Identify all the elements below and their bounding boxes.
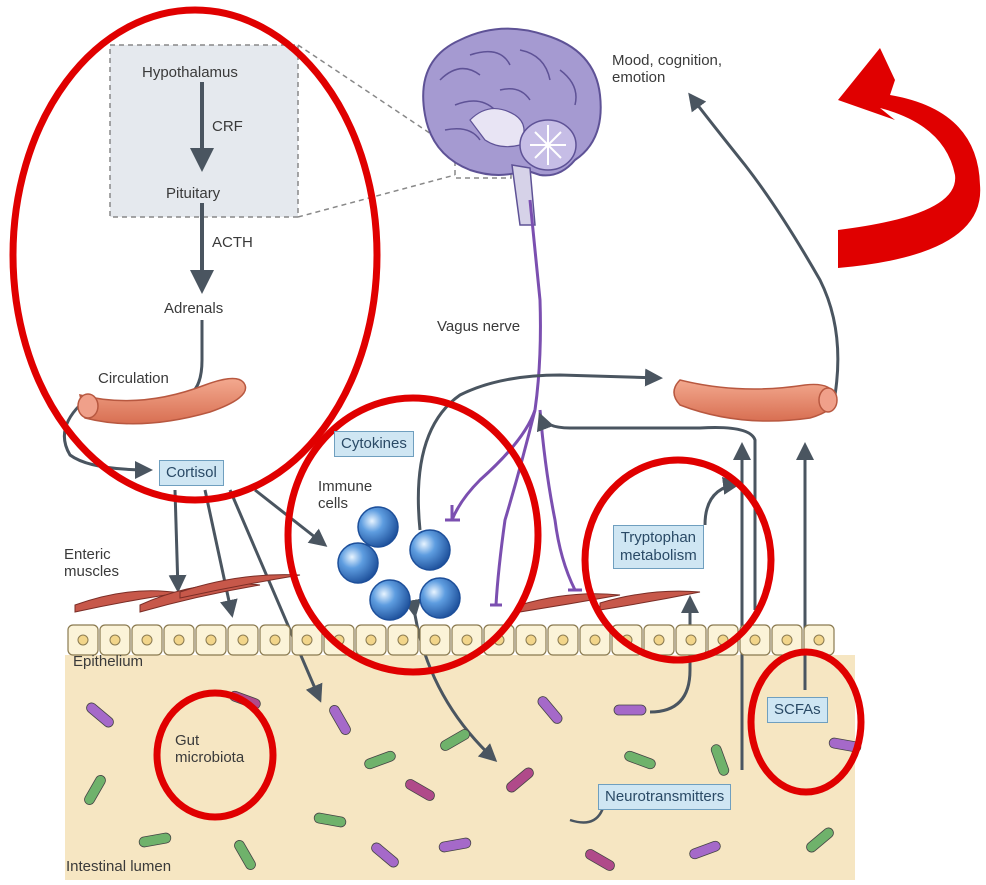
neurotransmitters-box: Neurotransmitters: [598, 784, 731, 810]
circulation-label: Circulation: [98, 370, 169, 387]
cell-nucleus: [238, 635, 248, 645]
scfas-box: SCFAs: [767, 697, 828, 723]
cell-nucleus: [366, 635, 376, 645]
mood-arrow: [690, 95, 838, 395]
cortisol-arrow-1: [175, 490, 178, 590]
tryptophan-box-line-2: metabolism: [620, 547, 697, 565]
cell-nucleus: [142, 635, 152, 645]
immune-cells-line-1: Immune: [318, 478, 372, 495]
vagus-nerve: [445, 200, 582, 605]
brain-illustration: [423, 29, 601, 225]
adrenals-label: Adrenals: [164, 300, 223, 317]
mood-label-line-1: Mood, cognition,: [612, 52, 722, 69]
gut-microbiota-line-1: Gut: [175, 732, 244, 749]
acth-label: ACTH: [212, 234, 253, 251]
cell-nucleus: [302, 635, 312, 645]
tryptophan-up-arrow: [705, 484, 738, 525]
hypothalamus-label: Hypothalamus: [142, 64, 238, 81]
immune-cells: [338, 507, 460, 620]
enteric-muscles-line-2: muscles: [64, 563, 119, 580]
cortisol-box: Cortisol: [159, 460, 224, 486]
epithelium-label: Epithelium: [73, 653, 143, 670]
cell-nucleus: [750, 635, 760, 645]
right-blood-vessel: [674, 380, 837, 421]
gut-microbiota-line-2: microbiota: [175, 749, 244, 766]
enteric-muscles-label: Enteric muscles: [64, 546, 119, 581]
cytokines-to-circulation-arrow: [418, 375, 660, 530]
cell-nucleus: [206, 635, 216, 645]
cell-nucleus: [654, 635, 664, 645]
cell-nucleus: [398, 635, 408, 645]
mood-label: Mood, cognition, emotion: [612, 52, 722, 87]
vagus-nerve-label: Vagus nerve: [437, 318, 520, 335]
cell-nucleus: [78, 635, 88, 645]
intestinal-lumen-label: Intestinal lumen: [66, 858, 171, 875]
cell-nucleus: [814, 635, 824, 645]
tryptophan-box-line-1: Tryptophan: [620, 529, 697, 547]
tryptophan-box: Tryptophan metabolism: [613, 525, 704, 569]
pituitary-label: Pituitary: [166, 185, 220, 202]
adrenal-to-circulation-line: [180, 320, 202, 398]
cell-nucleus: [462, 635, 472, 645]
cell-nucleus: [270, 635, 280, 645]
immune-cells-line-2: cells: [318, 495, 372, 512]
cell-nucleus: [110, 635, 120, 645]
mood-label-line-2: emotion: [612, 69, 722, 86]
cell-nucleus: [558, 635, 568, 645]
immune-cells-label: Immune cells: [318, 478, 372, 513]
bacterium: [614, 705, 646, 715]
crf-label: CRF: [212, 118, 243, 135]
cell-nucleus: [174, 635, 184, 645]
cell-nucleus: [782, 635, 792, 645]
cell-nucleus: [430, 635, 440, 645]
cell-nucleus: [590, 635, 600, 645]
cortisol-arrow-2: [205, 490, 232, 615]
red-curved-arrow-icon: [838, 48, 980, 268]
enteric-muscles-line-1: Enteric: [64, 546, 119, 563]
cell-nucleus: [526, 635, 536, 645]
cell-nucleus: [686, 635, 696, 645]
cytokines-box: Cytokines: [334, 431, 414, 457]
gut-microbiota-label: Gut microbiota: [175, 732, 244, 767]
